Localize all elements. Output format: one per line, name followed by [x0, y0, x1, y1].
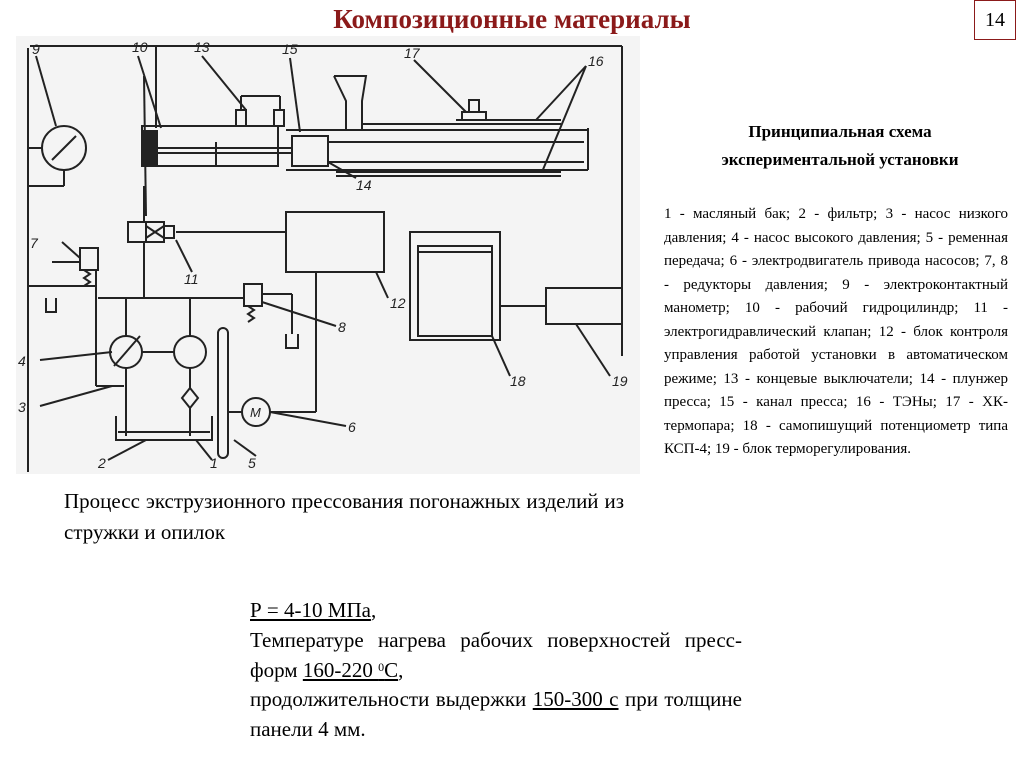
- schema-label-12: 12: [390, 295, 406, 311]
- hold-suffix: при толщине панели 4 мм.: [250, 687, 742, 742]
- schema-label-7: 7: [30, 235, 39, 251]
- pressure-value: Р = 4-10 МПа: [250, 598, 371, 622]
- schema-label-2: 2: [97, 455, 106, 471]
- schema-label-10: 10: [132, 39, 148, 55]
- hold-line: продолжительности выдержки 150-300 с при…: [250, 685, 742, 745]
- schema-label-14: 14: [356, 177, 372, 193]
- schema-label-5: 5: [248, 455, 256, 471]
- schema-label-16: 16: [588, 53, 604, 69]
- legend-heading: Принципиальная схема экспериментальной у…: [664, 118, 1016, 174]
- motor-symbol: М: [250, 405, 261, 420]
- schema-label-15: 15: [282, 41, 298, 57]
- installation-schematic: 9 10 13 15 17 16 14 7 11 12 8 4 18 19 3 …: [16, 36, 640, 474]
- legend-text: 1 - масляный бак; 2 - фильтр; 3 - насос …: [664, 206, 1008, 457]
- legend-heading-line1: Принципиальная схема: [748, 122, 932, 141]
- schematic-labels: 9 10 13 15 17 16 14 7 11 12 8 4 18 19 3 …: [18, 39, 628, 471]
- temperature-line: Температуре нагрева рабочих поверхностей…: [250, 626, 742, 686]
- schema-label-4: 4: [18, 353, 26, 369]
- schema-label-9: 9: [32, 41, 40, 57]
- schema-label-19: 19: [612, 373, 628, 389]
- schema-label-13: 13: [194, 39, 210, 55]
- temperature-text: Температуре нагрева рабочих поверхностей…: [250, 627, 742, 682]
- hold-value: 150-300 с: [532, 687, 619, 712]
- legend-heading-line2: экспериментальной установки: [721, 150, 959, 169]
- slide-title: Композиционные материалы: [333, 4, 691, 34]
- schema-label-18: 18: [510, 373, 526, 389]
- hold-text: продолжительности выдержки: [250, 687, 533, 712]
- schema-label-8: 8: [338, 319, 346, 335]
- temperature-unit: С: [384, 657, 399, 682]
- schematic-lines: [27, 45, 623, 472]
- degree-sup: 0: [378, 659, 385, 674]
- temperature-comma: ,: [398, 657, 404, 682]
- process-parameters: Р = 4-10 МПа, Температуре нагрева рабочи…: [250, 596, 742, 745]
- schema-label-3: 3: [18, 399, 26, 415]
- schema-label-1: 1: [210, 455, 218, 471]
- schematic-caption: Процесс экструзионного прессования погон…: [64, 489, 624, 544]
- schema-label-11: 11: [184, 271, 199, 287]
- pressure-line: Р = 4-10 МПа,: [250, 596, 742, 626]
- temperature-range: 160-220: [302, 657, 379, 682]
- page-number: 14: [974, 0, 1016, 40]
- schema-label-17: 17: [404, 45, 421, 61]
- pressure-comma: ,: [370, 598, 377, 622]
- schema-label-6: 6: [348, 419, 356, 435]
- temperature-value: 160-220 0С: [303, 658, 398, 682]
